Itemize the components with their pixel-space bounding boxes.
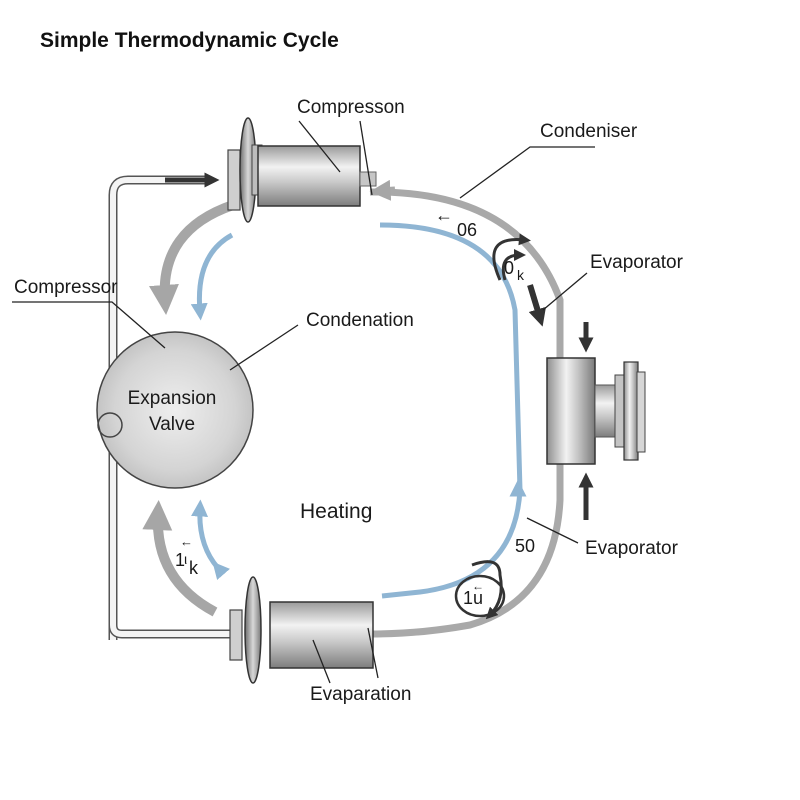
label-evaporator-top: Evaporator <box>590 252 684 273</box>
leader-evaporator-top <box>542 272 588 311</box>
annotation-top-loop: 0 <box>504 258 514 278</box>
leader-compressor <box>12 301 166 349</box>
label-compresson: Compresson <box>297 97 405 118</box>
label-condenation: Condenation <box>306 310 414 331</box>
label-evaporator-bottom: Evaporator <box>585 538 679 559</box>
down-flow-arrow-icon <box>527 284 547 327</box>
leader-compresson-1 <box>298 120 341 173</box>
gray-curved-arrow-icon <box>148 200 235 315</box>
diagram-title: Simple Thermodynamic Cycle <box>40 29 339 52</box>
annotation-top-loop-sub: k <box>517 267 525 283</box>
leader-evaporator-bottom <box>526 517 579 544</box>
annotation-left-arrow: ← <box>180 534 193 549</box>
leader-condeniser <box>459 146 595 199</box>
label-valve: Valve <box>149 414 195 435</box>
bottom-evaporation-unit <box>229 576 374 684</box>
gray-refrigerant-loop <box>369 188 564 638</box>
leader-compresson-2 <box>359 120 373 196</box>
blue-refrigerant-loop <box>379 222 523 599</box>
label-evaparation: Evaparation <box>310 684 411 705</box>
label-heating: Heating <box>300 500 372 523</box>
label-expansion: Expansion <box>128 388 217 409</box>
annotation-top-value: 06 <box>457 220 477 240</box>
leader-evaparation-2 <box>367 627 379 679</box>
loop-arrow-inner-icon <box>501 249 526 281</box>
blue-curved-arrow-icon <box>190 232 234 321</box>
label-condeniser: Condeniser <box>540 121 638 142</box>
annotation-bottom-loop: 1u <box>463 588 483 608</box>
expansion-valve-sphere <box>96 331 254 489</box>
annotation-top-arrow: ← <box>435 205 453 225</box>
loop-arrow-bottom-icon <box>471 560 503 620</box>
gray-flow-arrow-icon <box>369 179 396 201</box>
annotation-left-value: 1 <box>175 550 185 570</box>
loop-arrow-outer-icon <box>492 233 531 281</box>
gray-return-arrow-icon <box>142 500 218 617</box>
loop-circle-bottom-icon <box>454 574 506 618</box>
leader-condenation <box>229 324 299 371</box>
right-evaporator-unit <box>546 357 646 465</box>
top-compressor-unit <box>227 117 377 223</box>
annotation-bottom-loop-arrow: ← <box>472 579 484 593</box>
label-compressor: Compressor <box>14 277 118 298</box>
valve-coil-icon <box>97 412 123 438</box>
annotation-bottom-value: 50 <box>515 536 535 556</box>
leader-evaparation-1 <box>312 639 331 684</box>
annotation-left-sub: k <box>189 558 199 578</box>
blue-double-arrow-icon <box>191 499 230 580</box>
annotation-left-mid: ι <box>184 551 187 567</box>
